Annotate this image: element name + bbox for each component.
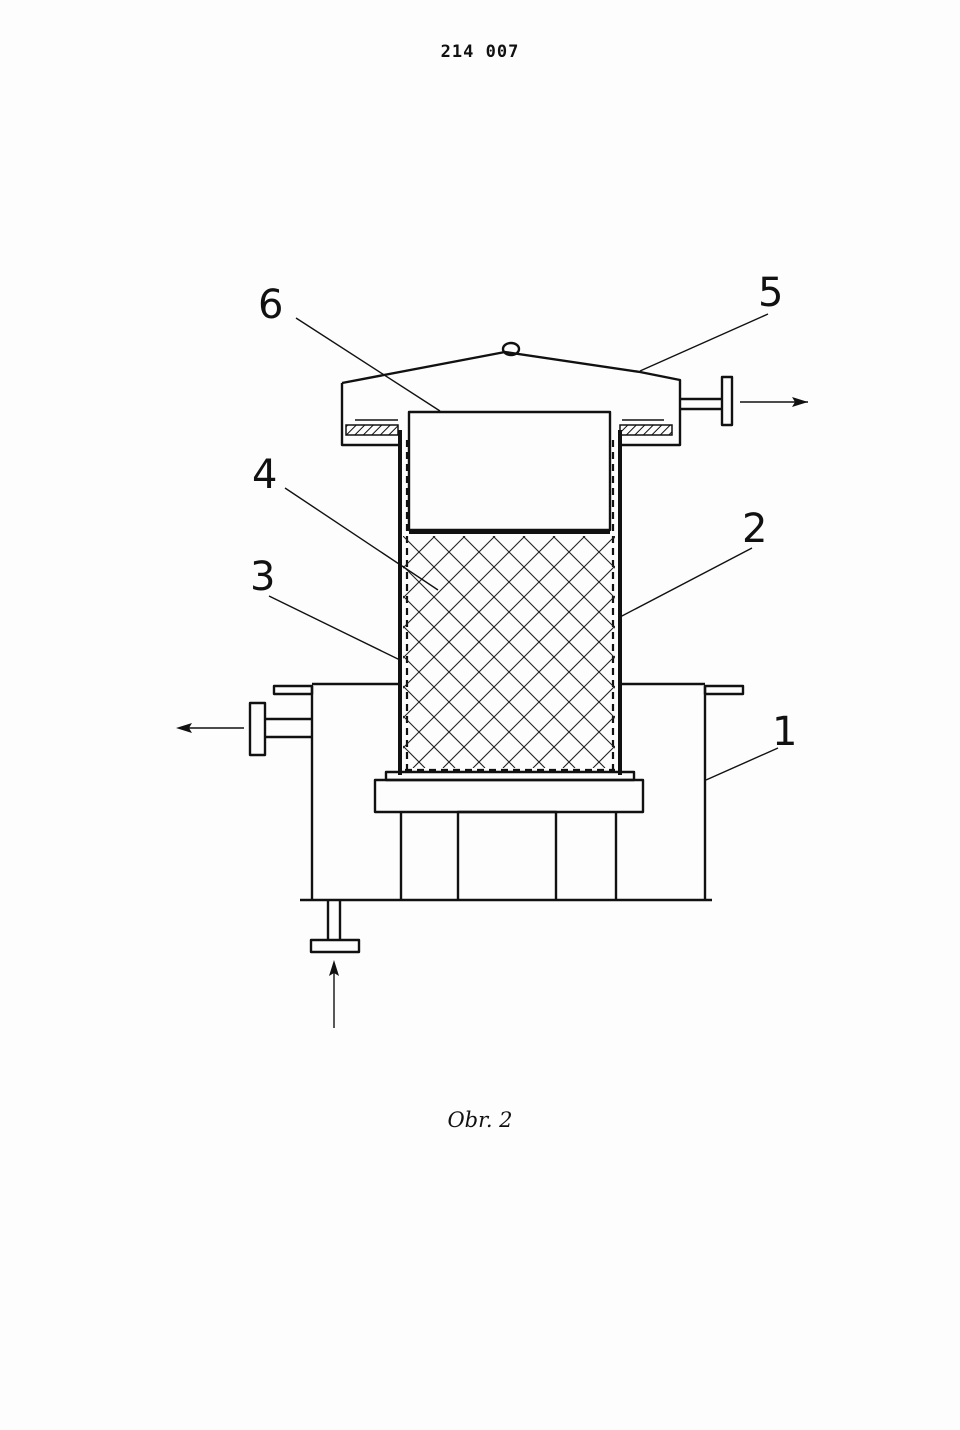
upper-chamber — [407, 410, 612, 532]
right-seal-gasket — [619, 424, 673, 436]
filter-cylinder — [398, 430, 622, 775]
left-seal-gasket — [345, 424, 399, 436]
figure-caption: Obr. 2 — [447, 1108, 513, 1132]
support-base — [373, 770, 645, 900]
part-label-3: 3 — [250, 554, 275, 600]
leader-lines — [268, 313, 779, 781]
part-label-6: 6 — [258, 282, 283, 328]
part-label-5: 5 — [758, 270, 783, 316]
part-label-4: 4 — [252, 452, 277, 498]
housing — [272, 682, 745, 902]
outlet-flow-arrow-icon — [792, 397, 808, 407]
lid-lifting-eye — [501, 341, 521, 357]
side-outlet-pipe — [176, 701, 312, 757]
bottom-inlet-pipe — [309, 900, 361, 1028]
document-number: 214 007 — [440, 42, 520, 62]
top-outlet-pipe — [680, 375, 808, 427]
inlet-flow-arrow-icon — [329, 960, 339, 976]
lid — [340, 341, 682, 447]
side-flow-arrow-icon — [176, 723, 192, 733]
part-label-1: 1 — [772, 709, 797, 755]
filter-medium-mesh — [403, 536, 615, 768]
part-label-2: 2 — [742, 506, 767, 552]
